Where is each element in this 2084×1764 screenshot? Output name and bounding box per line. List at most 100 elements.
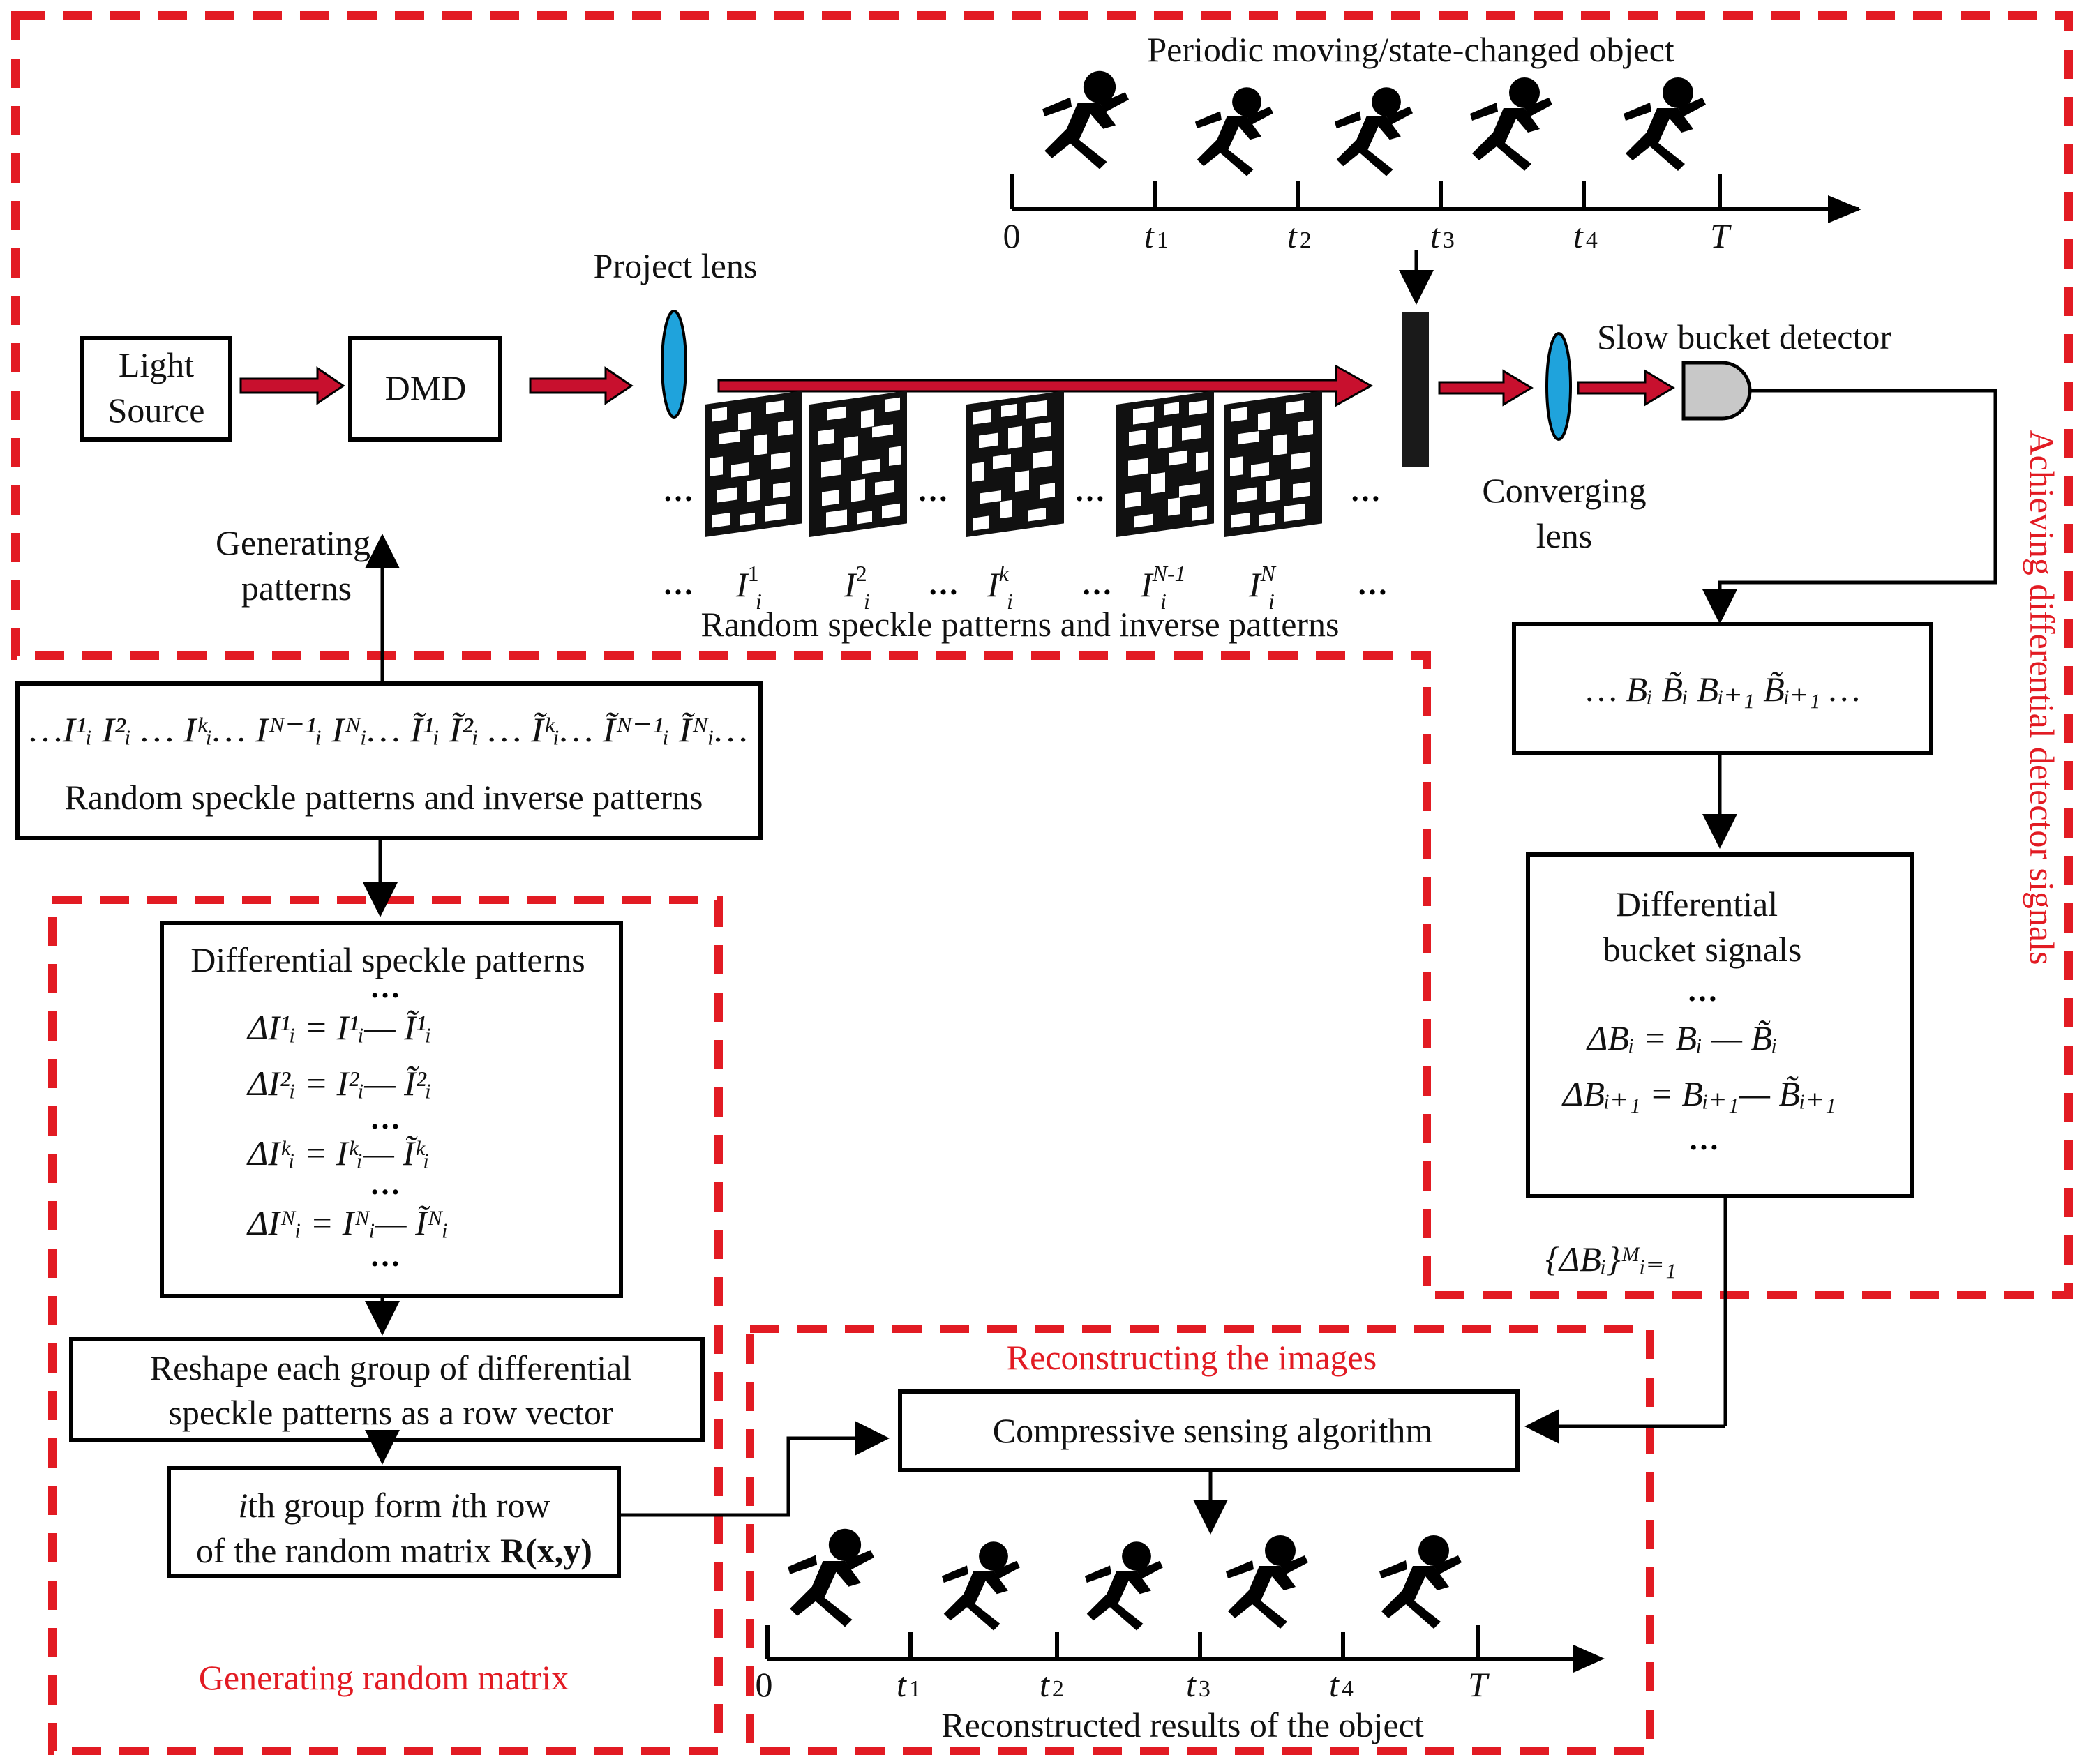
ellipsis: … bbox=[1688, 1122, 1719, 1156]
beam-arrows bbox=[239, 364, 1675, 407]
row-box bbox=[167, 1466, 621, 1578]
cs-box bbox=[898, 1389, 1520, 1472]
ellipsis: … bbox=[1357, 567, 1388, 601]
row-box-line2: of the random matrix R(x,y) bbox=[196, 1531, 592, 1570]
beam-arrow bbox=[239, 366, 345, 405]
detector-region-title: Achieving differential detector signals bbox=[2023, 430, 2062, 965]
converging-lens-label: Converging bbox=[1482, 471, 1646, 510]
runner-figure bbox=[1624, 77, 1706, 171]
project-lens bbox=[661, 310, 687, 419]
diff-pattern-equation: ΔIᵏᵢ = Iᵏᵢ— Ĩᵏᵢ bbox=[246, 1133, 430, 1173]
reconstructed-runners bbox=[788, 1528, 1462, 1631]
row-to-cs-arrow bbox=[619, 1421, 890, 1517]
signals-box bbox=[1512, 622, 1933, 755]
ellipsis: … bbox=[370, 1167, 400, 1201]
runner-figure bbox=[1379, 1535, 1462, 1629]
runner-figure bbox=[1226, 1535, 1308, 1629]
converging-lens-label: lens bbox=[1536, 516, 1593, 555]
converging-lens bbox=[1545, 332, 1572, 441]
patterns-caption: Random speckle patterns and inverse patt… bbox=[701, 605, 1340, 644]
reconstructed-caption: Reconstructed results of the object bbox=[941, 1705, 1424, 1744]
top-runners bbox=[1042, 70, 1706, 176]
beam-arrow bbox=[529, 366, 634, 405]
runner-figure bbox=[1084, 1541, 1163, 1631]
ellipsis: … bbox=[663, 567, 694, 601]
sequence-box bbox=[15, 681, 763, 840]
project-lens-label: Project lens bbox=[594, 246, 758, 285]
runner-figure bbox=[1470, 77, 1552, 171]
ellipsis: … bbox=[663, 474, 694, 508]
generating-patterns-label: Generating bbox=[216, 523, 370, 562]
runner-figure bbox=[1334, 87, 1413, 176]
cs-label: Compressive sensing algorithm bbox=[993, 1411, 1433, 1450]
diff-signal-equation: ΔBᵢ₊₁ = Bᵢ₊₁— B̃ᵢ₊₁ bbox=[1561, 1074, 1836, 1113]
diff-signals-title: Differential bbox=[1616, 884, 1778, 924]
reshape-label: Reshape each group of differential bbox=[150, 1348, 631, 1387]
ellipsis: … bbox=[917, 474, 948, 508]
dmd-label: DMD bbox=[385, 368, 467, 407]
signals-sequence: … Bᵢ B̃ᵢ Bᵢ₊₁ B̃ᵢ₊₁ … bbox=[1587, 670, 1861, 709]
sequence-caption: Random speckle patterns and inverse patt… bbox=[65, 778, 703, 817]
beam-arrow bbox=[717, 364, 1374, 407]
reshape-label: speckle patterns as a row vector bbox=[168, 1393, 613, 1432]
random-matrix-region-title: Generating random matrix bbox=[199, 1658, 569, 1697]
object-plate bbox=[1402, 312, 1429, 467]
ellipsis: … bbox=[1081, 567, 1112, 601]
beam-arrow bbox=[1577, 369, 1675, 407]
axis-origin: 0 bbox=[756, 1665, 773, 1704]
diff-patterns-box bbox=[160, 921, 623, 1298]
diff-signals-title: bucket signals bbox=[1603, 930, 1802, 969]
ellipsis: … bbox=[370, 970, 400, 1004]
axis-origin: 0 bbox=[1003, 216, 1021, 255]
diff-pattern-equation: ΔI²ᵢ = I²ᵢ— Ĩ²ᵢ bbox=[246, 1064, 432, 1103]
reshape-box bbox=[69, 1337, 705, 1442]
ellipsis: … bbox=[928, 567, 959, 601]
ellipsis: … bbox=[370, 1239, 400, 1273]
diff-signals-box bbox=[1526, 852, 1914, 1198]
dmd-box bbox=[348, 336, 502, 442]
diff-signal-equation: ΔBᵢ = Bᵢ — B̃ᵢ bbox=[1586, 1018, 1778, 1057]
runner-figure bbox=[1194, 87, 1273, 176]
light-source-label: Light bbox=[119, 345, 194, 384]
beam-arrow bbox=[1438, 369, 1534, 407]
light-source-label: Source bbox=[108, 391, 205, 430]
slow-bucket-detector-label: Slow bucket detector bbox=[1597, 317, 1891, 356]
axis-end: T bbox=[1710, 216, 1732, 255]
detector-wire bbox=[1702, 389, 1997, 624]
diff-patterns-title: Differential speckle patterns bbox=[190, 940, 585, 979]
reconstruction-region-border bbox=[746, 1325, 1654, 1755]
speckle-patterns bbox=[705, 391, 1322, 537]
ellipsis: … bbox=[370, 1101, 400, 1136]
row-box-line1: ith group form ith row bbox=[238, 1486, 550, 1525]
reconstruction-region-title: Reconstructing the images bbox=[1007, 1338, 1377, 1377]
light-source-box bbox=[80, 336, 232, 442]
ellipsis: … bbox=[1687, 974, 1718, 1008]
pattern-ellipses: … … … … … … … … bbox=[663, 474, 1388, 601]
runner-figure bbox=[1042, 70, 1129, 169]
sequence-formula: …I¹ᵢ I²ᵢ … Iᵏᵢ… Iᴺ⁻¹ᵢ Iᴺᵢ… Ĩ¹ᵢ Ĩ²ᵢ … Ĩᵏᵢ… bbox=[29, 710, 748, 749]
ellipsis: … bbox=[1074, 474, 1105, 508]
object-title: Periodic moving/state-changed object bbox=[1147, 30, 1674, 69]
axis-end: T bbox=[1468, 1665, 1490, 1704]
diff-pattern-equation: ΔIᴺᵢ = Iᴺᵢ— Ĩᴺᵢ bbox=[246, 1203, 449, 1242]
signal-set-label: {ΔBᵢ}ᴹᵢ₌₁ bbox=[1545, 1239, 1677, 1279]
ellipsis: … bbox=[1350, 474, 1381, 508]
top-region-border bbox=[11, 11, 2073, 1299]
diff-pattern-equation: ΔI¹ᵢ = I¹ᵢ— Ĩ¹ᵢ bbox=[246, 1008, 432, 1047]
